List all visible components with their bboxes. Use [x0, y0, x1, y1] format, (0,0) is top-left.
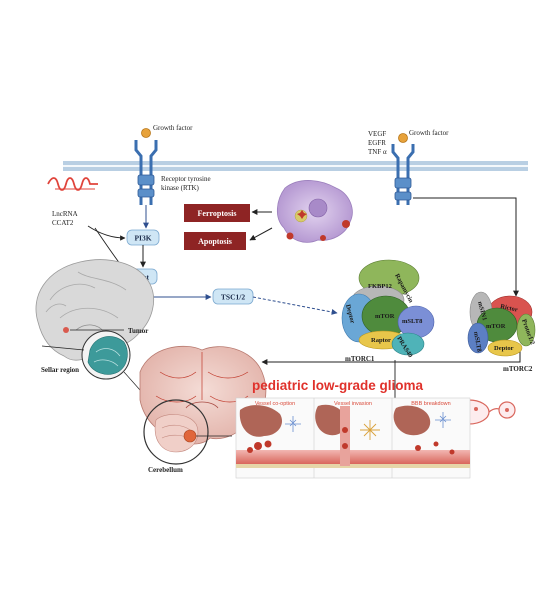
vegf-label: VEGF [368, 130, 386, 138]
growth-factor-ligand-left [141, 128, 151, 138]
cell-membrane [63, 161, 528, 171]
ccat2-label: CCAT2 [52, 219, 74, 227]
lncrna-label: LncRNA [52, 210, 78, 218]
growth-factor-ligand-right [398, 133, 408, 143]
cerebellum-zoom-icon [81, 330, 131, 380]
cerebellum-label: Cerebellum [148, 466, 183, 474]
tsc-node: TSC1/2 [212, 288, 254, 305]
vascular-panels: Vessel co-option Vessel invasion BBB bre… [235, 397, 471, 479]
raptor-label: Raptor [371, 337, 391, 344]
sellar-region-label: Sellar region [41, 366, 79, 374]
rtk-receptor [134, 128, 158, 205]
apoptosis-box: Apoptosis [184, 232, 246, 250]
deptor-label-1: Deptor [344, 304, 356, 325]
panel-vessel-co-option [239, 405, 301, 453]
pi3k-node: PI3K [126, 229, 160, 246]
svg-text:Apoptosis: Apoptosis [198, 237, 232, 246]
mtor1-label: mTOR [375, 313, 395, 320]
dying-cell-icon [276, 180, 353, 243]
ferroptosis-box: Ferroptosis [184, 204, 250, 222]
cell-fragment-icon [320, 235, 326, 241]
cell-fragment-icon [342, 220, 350, 228]
egfr-label: EGFR [368, 139, 386, 147]
mtorc1-complex [341, 259, 435, 356]
growth-factor-label-right: Growth factor [409, 129, 449, 137]
lncrna-icon [47, 177, 98, 191]
tumor-label: Tumor [128, 327, 148, 335]
panel-2-label: Vessel invasion [334, 401, 372, 407]
mtor2-label: mTOR [486, 323, 506, 330]
cerebellum-magnifier-icon [143, 399, 209, 465]
panel-1-label: Vessel co-option [255, 401, 295, 407]
panel-3-label: BBB breakdown [411, 401, 450, 407]
mslt8-label-1: mSLT8 [402, 318, 423, 325]
glioma-title: pediatric low-grade glioma [252, 378, 424, 393]
deptor-label-2: Deptor [494, 345, 514, 352]
panel-vessel-invasion [315, 404, 380, 466]
fkbp12-label: FKBP12 [368, 283, 392, 290]
svg-text:Ferroptosis: Ferroptosis [198, 209, 237, 218]
svg-text:PI3K: PI3K [134, 234, 151, 243]
cell-fragment-icon [286, 232, 294, 240]
mtorc1-label: mTORC1 [345, 355, 375, 363]
mtorc2-complex [467, 291, 536, 357]
panel-bbb-breakdown [393, 405, 455, 455]
rictor-label: Rictor [500, 303, 519, 314]
mtorc2-label: mTORC2 [503, 365, 533, 373]
msin1-label: mSIN1 [476, 301, 488, 322]
svg-text:TSC1/2: TSC1/2 [221, 293, 245, 302]
right-receptor [391, 133, 415, 205]
growth-factor-label-left: Growth factor [153, 124, 193, 132]
tumor-marker [63, 327, 69, 333]
mslt8-label-2: mSLT8 [472, 331, 483, 353]
tnf-label: TNF α [368, 148, 387, 156]
rtk-label-line1: Receptor tyrosine [161, 175, 211, 183]
rtk-label-line2: kinase (RTK) [161, 184, 200, 192]
